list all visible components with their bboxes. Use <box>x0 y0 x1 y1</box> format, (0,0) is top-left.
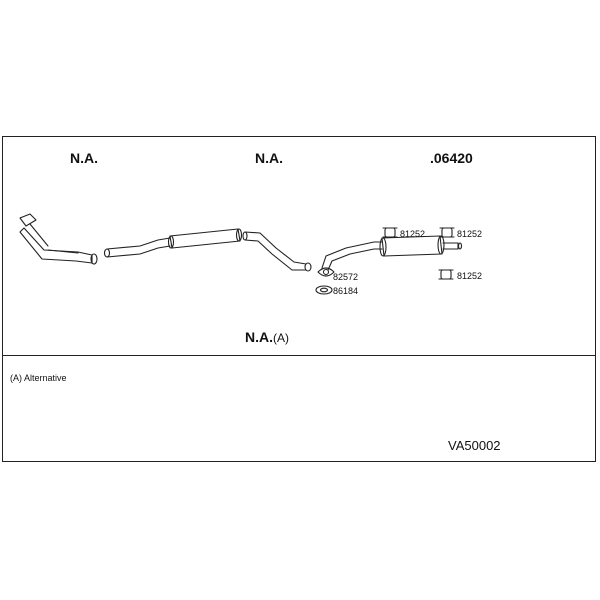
bottom-section-label: N.A.(A) <box>245 329 289 345</box>
diagram-frame <box>2 136 596 462</box>
rubber-mount-top-left-icon <box>382 227 398 238</box>
clamp-icon <box>317 267 335 277</box>
middle-silencer-part <box>103 228 312 272</box>
part-number-gasket: 86184 <box>333 286 359 296</box>
rear-silencer-part <box>321 235 463 271</box>
gasket-icon <box>315 285 333 295</box>
front-section-label: N.A. <box>70 150 98 166</box>
part-number-clamp: 82572 <box>333 272 359 282</box>
part-number-mount-top-right: 81252 <box>457 229 483 239</box>
bottom-section-suffix: (A) <box>273 331 289 345</box>
bottom-section-text: N.A. <box>245 329 273 345</box>
part-number-mount-bottom-right: 81252 <box>457 271 483 281</box>
part-number-mount-top-left: 81252 <box>400 229 426 239</box>
footnote-alternative: (A) Alternative <box>10 373 67 383</box>
rear-section-label: .06420 <box>430 150 473 166</box>
diagram-code: VA50002 <box>448 438 501 453</box>
rubber-mount-bottom-right-icon <box>438 269 454 280</box>
middle-section-label: N.A. <box>255 150 283 166</box>
section-divider <box>2 355 596 356</box>
front-downpipe-part <box>19 213 98 265</box>
rubber-mount-top-right-icon <box>439 227 455 238</box>
